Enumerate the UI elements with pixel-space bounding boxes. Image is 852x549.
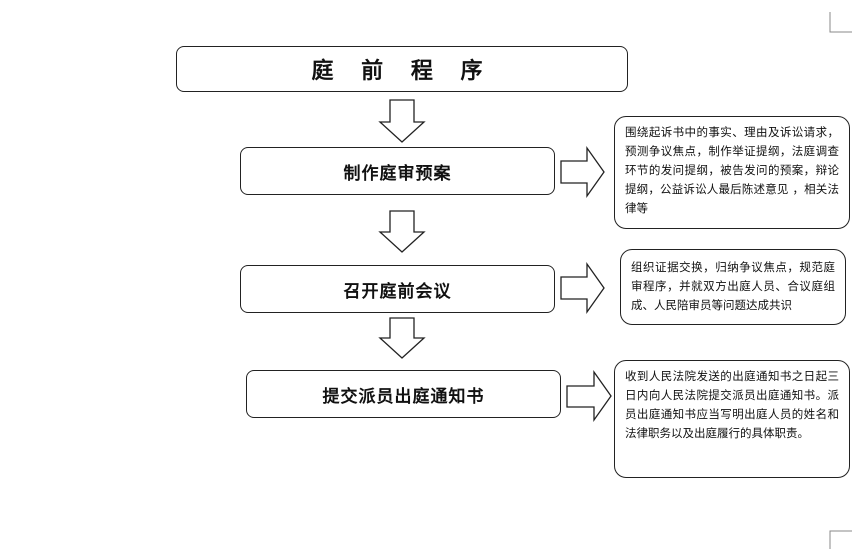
note-box-prepare-plan: 围绕起诉书中的事实、理由及诉讼请求，预测争议焦点，制作举证提纲，法庭调查环节的发… (614, 116, 850, 229)
step-label: 提交派员出庭通知书 (322, 386, 485, 407)
page-corner-mark-bottom (829, 530, 852, 549)
down-arrow-1 (378, 99, 426, 143)
note-box-pretrial-meeting: 组织证据交换，归纳争议焦点，规范庭审程序，并就双方出庭人员、合议庭组成、人民陪审… (620, 249, 846, 325)
step-label: 召开庭前会议 (343, 281, 452, 302)
right-arrow-3 (566, 369, 612, 423)
page-corner-mark-top (829, 12, 852, 33)
right-arrow-2 (560, 261, 605, 315)
step-label: 制作庭审预案 (343, 163, 452, 184)
down-arrow-2 (378, 210, 426, 253)
note-text: 组织证据交换，归纳争议焦点，规范庭审程序，并就双方出庭人员、合议庭组成、人民陪审… (631, 260, 835, 312)
procedure-title-box: 庭 前 程 序 (176, 46, 628, 92)
note-text: 收到人民法院发送的出庭通知书之日起三日内向人民法院提交派员出庭通知书。派员出庭通… (625, 369, 839, 440)
procedure-title: 庭 前 程 序 (311, 59, 493, 84)
step-box-prepare-plan: 制作庭审预案 (240, 147, 555, 195)
note-text: 围绕起诉书中的事实、理由及诉讼请求，预测争议焦点，制作举证提纲，法庭调查环节的发… (625, 125, 839, 215)
down-arrow-3 (378, 317, 426, 359)
step-box-submit-notice: 提交派员出庭通知书 (246, 370, 561, 418)
note-box-submit-notice: 收到人民法院发送的出庭通知书之日起三日内向人民法院提交派员出庭通知书。派员出庭通… (614, 360, 850, 478)
right-arrow-1 (560, 145, 605, 199)
step-box-pretrial-meeting: 召开庭前会议 (240, 265, 555, 313)
